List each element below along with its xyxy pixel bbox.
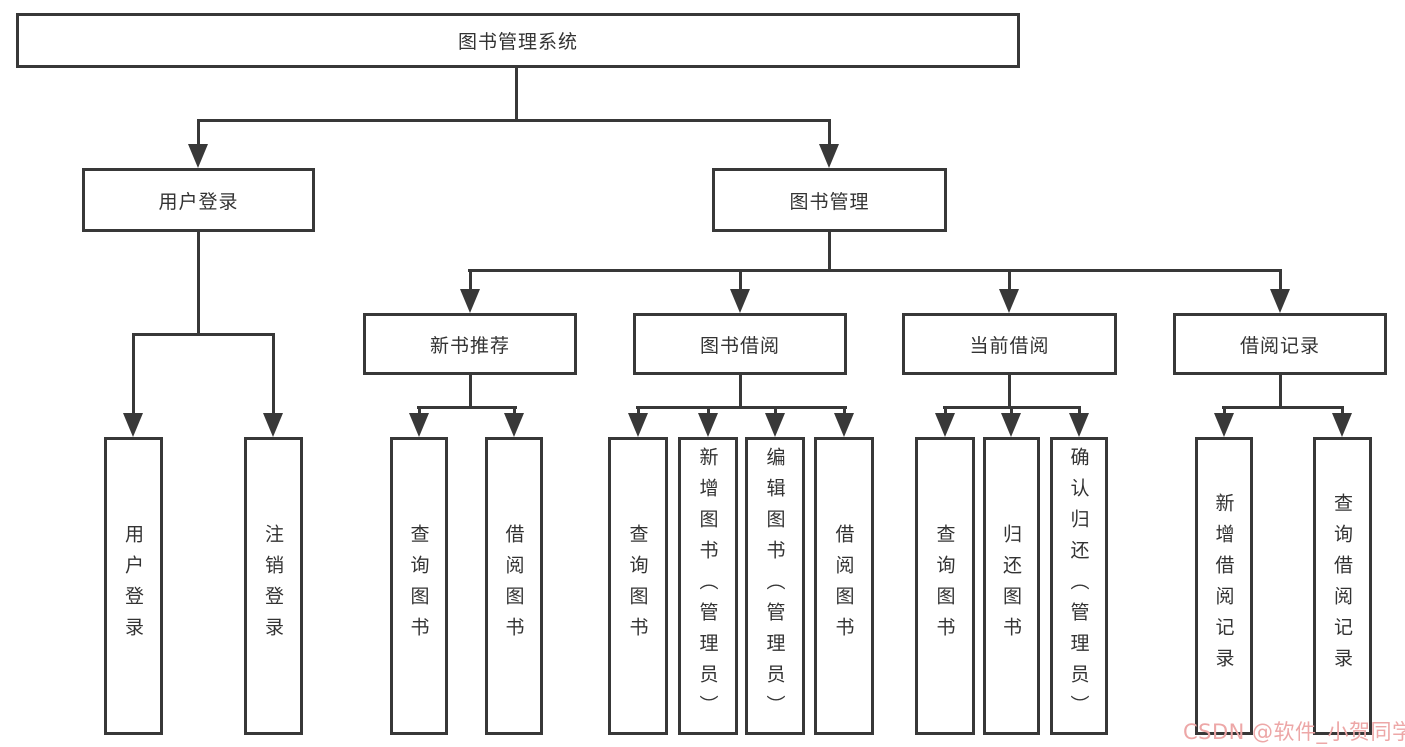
- node-root: 图书管理系统: [16, 13, 1020, 68]
- leaf-query-books-1: 查询图书: [390, 437, 448, 735]
- connector-newbooks-shaft-1: [418, 406, 421, 418]
- connector-newbooks-stem: [469, 375, 472, 408]
- node-user-login-label: 用户登录: [158, 190, 239, 213]
- connector-newbooks-horizontal: [417, 406, 517, 409]
- leaf-query-books-2: 查询图书: [608, 437, 668, 735]
- arrow-down-icon: [460, 289, 480, 313]
- arrow-down-icon: [765, 413, 785, 437]
- connector-bookborrow-shaft-2: [707, 406, 710, 418]
- connector-currentborrow-stem: [1008, 375, 1011, 408]
- leaf-borrow-books-1-label: 借阅图书: [502, 524, 525, 648]
- leaf-borrow-books-2: 借阅图书: [814, 437, 874, 735]
- node-book-management: 图书管理: [712, 168, 947, 232]
- node-root-label: 图书管理系统: [457, 31, 578, 53]
- leaf-confirm-return-admin: 确认归还（管理员）: [1050, 437, 1108, 735]
- leaf-confirm-return-admin-label: 确认归还（管理员）: [1067, 446, 1090, 726]
- leaf-logout: 注销登录: [244, 437, 303, 735]
- connector-userlogin-left-shaft: [132, 333, 135, 415]
- connector-bookmgmt-shaft-2: [739, 269, 742, 293]
- connector-bookmgmt-shaft-4: [1279, 269, 1282, 293]
- connector-bookborrow-shaft-4: [843, 406, 846, 418]
- connector-root-right-shaft: [828, 119, 831, 147]
- leaf-add-books-admin: 新增图书（管理员）: [678, 437, 738, 735]
- leaf-query-books-2-label: 查询图书: [626, 524, 649, 648]
- connector-bookmgmt-horizontal: [468, 269, 1281, 272]
- leaf-borrow-books-1: 借阅图书: [485, 437, 543, 735]
- node-book-borrow-label: 图书借阅: [699, 334, 780, 357]
- connector-borrowrecords-horizontal: [1222, 406, 1344, 409]
- arrow-down-icon: [730, 289, 750, 313]
- arrow-down-icon: [1214, 413, 1234, 437]
- arrow-down-icon: [834, 413, 854, 437]
- leaf-user-login-label: 用户登录: [122, 524, 144, 648]
- node-borrow-records: 借阅记录: [1173, 313, 1387, 375]
- leaf-query-books-3-label: 查询图书: [933, 524, 956, 648]
- connector-bookmgmt-stem: [828, 232, 831, 272]
- leaf-user-login: 用户登录: [104, 437, 163, 735]
- leaf-query-books-3: 查询图书: [915, 437, 975, 735]
- leaf-add-borrow-record-label: 新增借阅记录: [1212, 493, 1235, 679]
- leaf-return-books-label: 归还图书: [1000, 524, 1022, 648]
- arrow-down-icon: [628, 413, 648, 437]
- leaf-query-borrow-record-label: 查询借阅记录: [1331, 493, 1353, 679]
- node-book-management-label: 图书管理: [789, 190, 870, 213]
- node-new-book-recommend-label: 新书推荐: [429, 334, 510, 357]
- connector-borrowrecords-stem: [1279, 375, 1282, 408]
- leaf-edit-books-admin-label: 编辑图书（管理员）: [763, 446, 786, 726]
- arrow-down-icon: [1069, 413, 1089, 437]
- node-new-book-recommend: 新书推荐: [363, 313, 577, 375]
- arrow-down-icon: [1270, 289, 1290, 313]
- connector-root-stem: [515, 68, 518, 121]
- leaf-return-books: 归还图书: [983, 437, 1040, 735]
- connector-root-left-shaft: [197, 119, 200, 147]
- connector-borrowrecords-shaft-1: [1223, 406, 1226, 418]
- leaf-query-borrow-record: 查询借阅记录: [1313, 437, 1372, 735]
- connector-root-horizontal: [197, 119, 831, 122]
- connector-currentborrow-shaft-2: [1010, 406, 1013, 418]
- arrow-down-icon: [935, 413, 955, 437]
- arrow-down-icon: [409, 413, 429, 437]
- leaf-query-books-1-label: 查询图书: [407, 524, 430, 648]
- connector-bookborrow-shaft-1: [637, 406, 640, 418]
- node-current-borrow: 当前借阅: [902, 313, 1117, 375]
- arrow-down-icon: [999, 289, 1019, 313]
- arrow-down-icon: [1001, 413, 1021, 437]
- connector-bookmgmt-shaft-1: [469, 269, 472, 293]
- arrow-down-icon: [819, 144, 839, 168]
- arrow-down-icon: [698, 413, 718, 437]
- connector-newbooks-shaft-2: [513, 406, 516, 418]
- connector-bookborrow-stem: [739, 375, 742, 408]
- csdn-watermark: CSDN @软件_小贺同学: [1183, 720, 1405, 744]
- connector-bookborrow-horizontal: [636, 406, 847, 409]
- leaf-logout-label: 注销登录: [262, 524, 284, 648]
- leaf-borrow-books-2-label: 借阅图书: [832, 524, 855, 648]
- connector-userlogin-right-shaft: [272, 333, 275, 415]
- arrow-down-icon: [504, 413, 524, 437]
- leaf-add-borrow-record: 新增借阅记录: [1195, 437, 1253, 735]
- connector-currentborrow-shaft-3: [1078, 406, 1081, 418]
- arrow-down-icon: [188, 144, 208, 168]
- arrow-down-icon: [263, 413, 283, 437]
- node-borrow-records-label: 借阅记录: [1239, 334, 1320, 357]
- arrow-down-icon: [1332, 413, 1352, 437]
- connector-userlogin-stem: [197, 232, 200, 336]
- connector-bookmgmt-shaft-3: [1008, 269, 1011, 293]
- node-current-borrow-label: 当前借阅: [969, 334, 1050, 357]
- arrow-down-icon: [123, 413, 143, 437]
- node-book-borrow: 图书借阅: [633, 313, 847, 375]
- connector-userlogin-horizontal: [132, 333, 275, 336]
- connector-bookborrow-shaft-3: [774, 406, 777, 418]
- connector-currentborrow-shaft-1: [944, 406, 947, 418]
- leaf-edit-books-admin: 编辑图书（管理员）: [745, 437, 805, 735]
- node-user-login: 用户登录: [82, 168, 315, 232]
- connector-borrowrecords-shaft-2: [1341, 406, 1344, 418]
- leaf-add-books-admin-label: 新增图书（管理员）: [696, 446, 719, 726]
